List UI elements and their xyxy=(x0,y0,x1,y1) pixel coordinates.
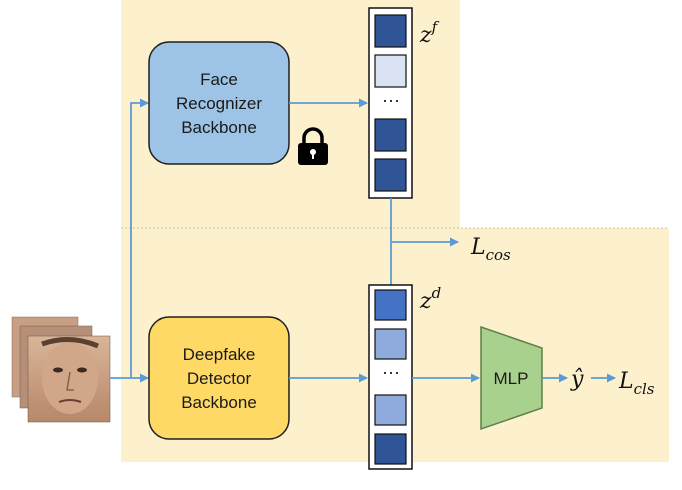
face-feature-cell xyxy=(374,118,407,152)
zf-label: zf xyxy=(419,18,440,48)
deepfake-feature-ellipsis: ··· xyxy=(382,362,400,382)
face-recognizer-label-line3: Backbone xyxy=(181,118,257,137)
zd-label: zd xyxy=(419,284,441,314)
lock-icon xyxy=(298,127,328,165)
input-face-images xyxy=(11,316,111,423)
deepfake-feature-cell xyxy=(374,394,407,426)
face-feature-cell xyxy=(374,14,407,48)
deepfake-detector-label-line3: Backbone xyxy=(181,393,257,412)
face-recognizer-label-line1: Face xyxy=(200,70,238,89)
y-hat-label: ŷ xyxy=(570,367,584,392)
face-feature-cell xyxy=(374,54,407,88)
deepfake-detector-label-line1: Deepfake xyxy=(183,345,256,364)
deepfake-feature-cell xyxy=(374,289,407,321)
mlp-label: MLP xyxy=(494,369,529,388)
face-feature-ellipsis: ··· xyxy=(382,90,400,110)
deepfake-detector-label-line2: Detector xyxy=(187,369,252,388)
deepfake-feature-cell xyxy=(374,328,407,360)
face-recognizer-label-line2: Recognizer xyxy=(176,94,262,113)
deepfake-feature-cell xyxy=(374,433,407,465)
face-feature-vector: ··· xyxy=(368,7,413,199)
mlp-block xyxy=(480,325,543,431)
l-cls-label: Lcls xyxy=(618,369,655,398)
deepfake-feature-vector: ··· xyxy=(368,284,413,470)
l-cos-label: Lcos xyxy=(470,235,511,264)
face-feature-cell xyxy=(374,158,407,192)
input-to-recognizer-arrow xyxy=(130,98,149,378)
